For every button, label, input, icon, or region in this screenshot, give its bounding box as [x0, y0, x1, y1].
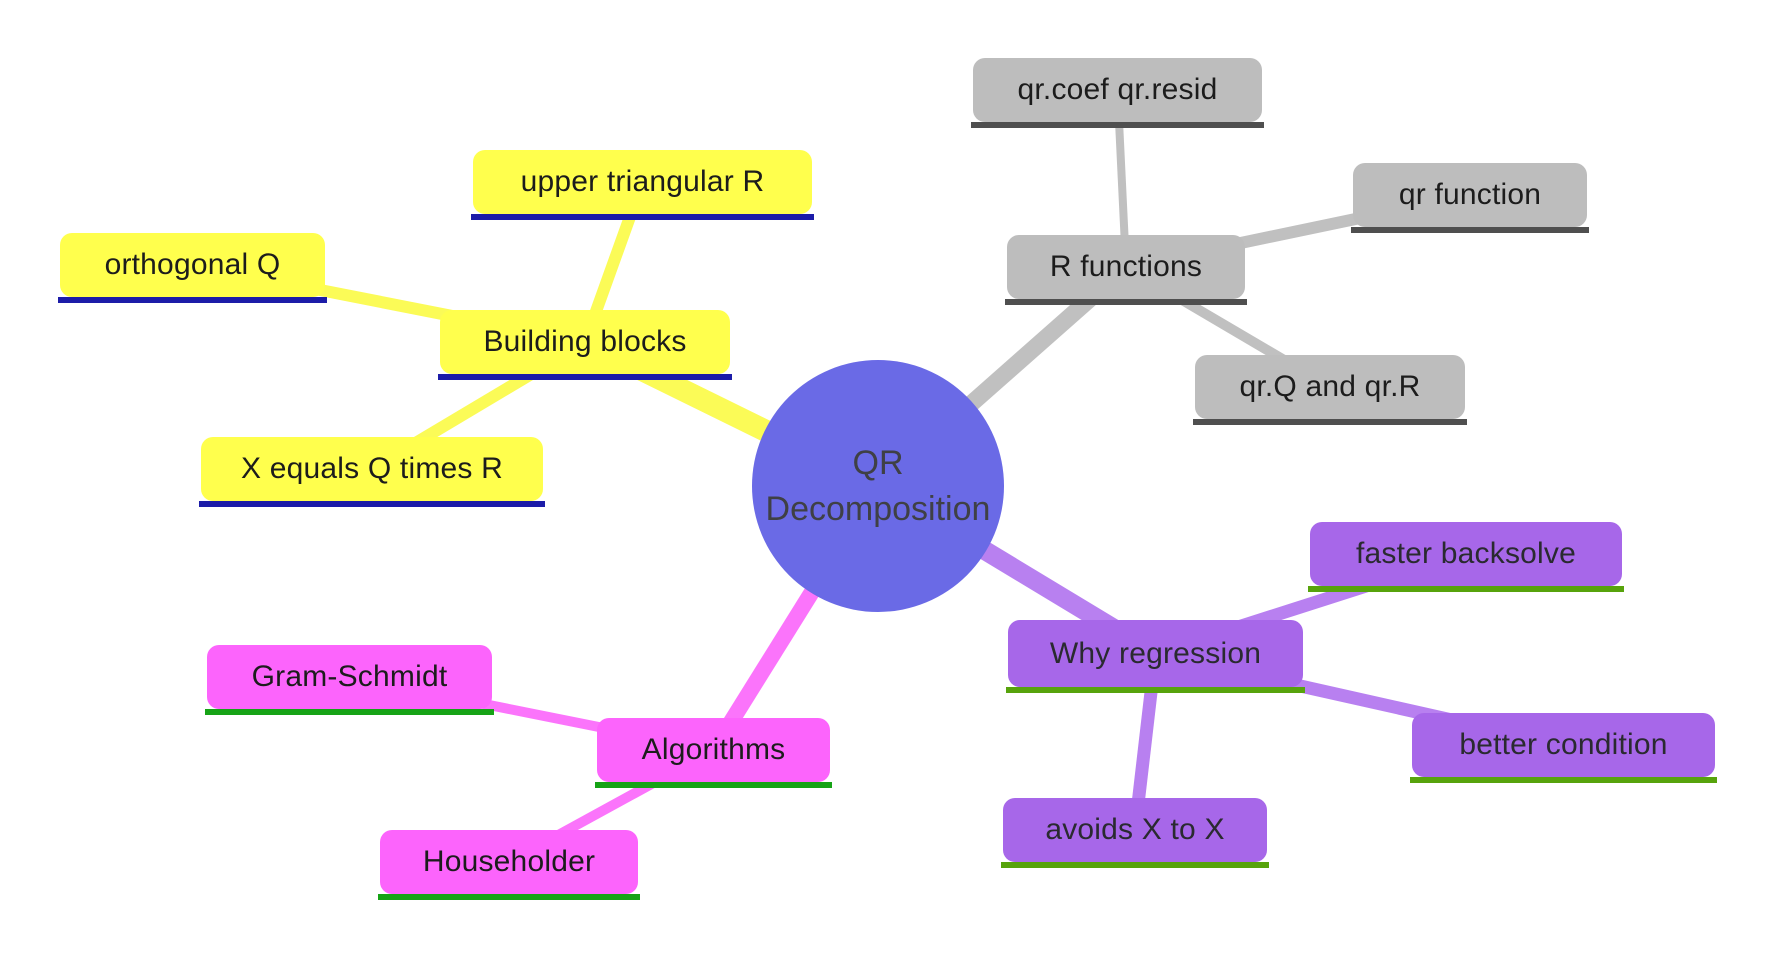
node-qr-q-and-qr-r[interactable]: qr.Q and qr.R — [1193, 355, 1467, 425]
node-orthogonal-q[interactable]: orthogonal Q — [58, 233, 327, 303]
node-label-qr-function: qr function — [1398, 178, 1542, 211]
node-label-upper-triangular-r: upper triangular R — [520, 165, 765, 198]
node-label-x-equals-q-times-r: X equals Q times R — [240, 452, 504, 485]
node-householder[interactable]: Householder — [378, 830, 640, 900]
node-label-qr-coef-qr-resid: qr.coef qr.resid — [1017, 73, 1218, 106]
node-underline-orthogonal-q — [58, 297, 327, 303]
node-underline-r-functions — [1005, 299, 1247, 305]
node-underline-avoids-x-to-x — [1001, 862, 1269, 868]
node-underline-gram-schmidt — [205, 709, 494, 715]
node-label-building-blocks: Building blocks — [483, 325, 687, 358]
node-gram-schmidt[interactable]: Gram-Schmidt — [205, 645, 494, 715]
node-underline-qr-q-and-qr-r — [1193, 419, 1467, 425]
node-underline-upper-triangular-r — [471, 214, 814, 220]
node-label-avoids-x-to-x: avoids X to X — [1045, 813, 1225, 846]
node-why-regression[interactable]: Why regression — [1006, 620, 1305, 693]
node-underline-x-equals-q-times-r — [199, 501, 545, 507]
node-label-r-functions: R functions — [1049, 250, 1203, 283]
center-label-line1: QR — [852, 444, 904, 482]
node-underline-faster-backsolve — [1308, 586, 1624, 592]
node-label-orthogonal-q: orthogonal Q — [104, 248, 281, 281]
node-label-algorithms: Algorithms — [641, 733, 786, 766]
node-algorithms[interactable]: Algorithms — [595, 718, 832, 788]
node-x-equals-q-times-r[interactable]: X equals Q times R — [199, 437, 545, 507]
node-underline-qr-coef-qr-resid — [971, 122, 1264, 128]
node-label-qr-q-and-qr-r: qr.Q and qr.R — [1239, 370, 1421, 403]
node-underline-why-regression — [1006, 687, 1305, 693]
node-underline-qr-function — [1351, 227, 1589, 233]
center-label-line2: Decomposition — [765, 490, 991, 528]
node-underline-householder — [378, 894, 640, 900]
node-upper-triangular-r[interactable]: upper triangular R — [471, 150, 814, 220]
node-qr-coef-qr-resid[interactable]: qr.coef qr.resid — [971, 58, 1264, 128]
node-qr-function[interactable]: qr function — [1351, 163, 1589, 233]
node-r-functions[interactable]: R functions — [1005, 235, 1247, 305]
node-faster-backsolve[interactable]: faster backsolve — [1308, 522, 1624, 592]
node-label-better-condition: better condition — [1459, 728, 1668, 761]
node-label-faster-backsolve: faster backsolve — [1356, 537, 1576, 570]
node-building-blocks[interactable]: Building blocks — [438, 310, 732, 380]
node-underline-building-blocks — [438, 374, 732, 380]
node-label-why-regression: Why regression — [1049, 636, 1262, 670]
node-underline-better-condition — [1410, 777, 1717, 783]
node-avoids-x-to-x[interactable]: avoids X to X — [1001, 798, 1269, 868]
node-better-condition[interactable]: better condition — [1410, 713, 1717, 783]
node-underline-algorithms — [595, 782, 832, 788]
node-qr-decomposition[interactable]: QR Decomposition — [752, 360, 1004, 612]
node-label-gram-schmidt: Gram-Schmidt — [251, 660, 448, 693]
node-label-householder: Householder — [422, 845, 596, 878]
